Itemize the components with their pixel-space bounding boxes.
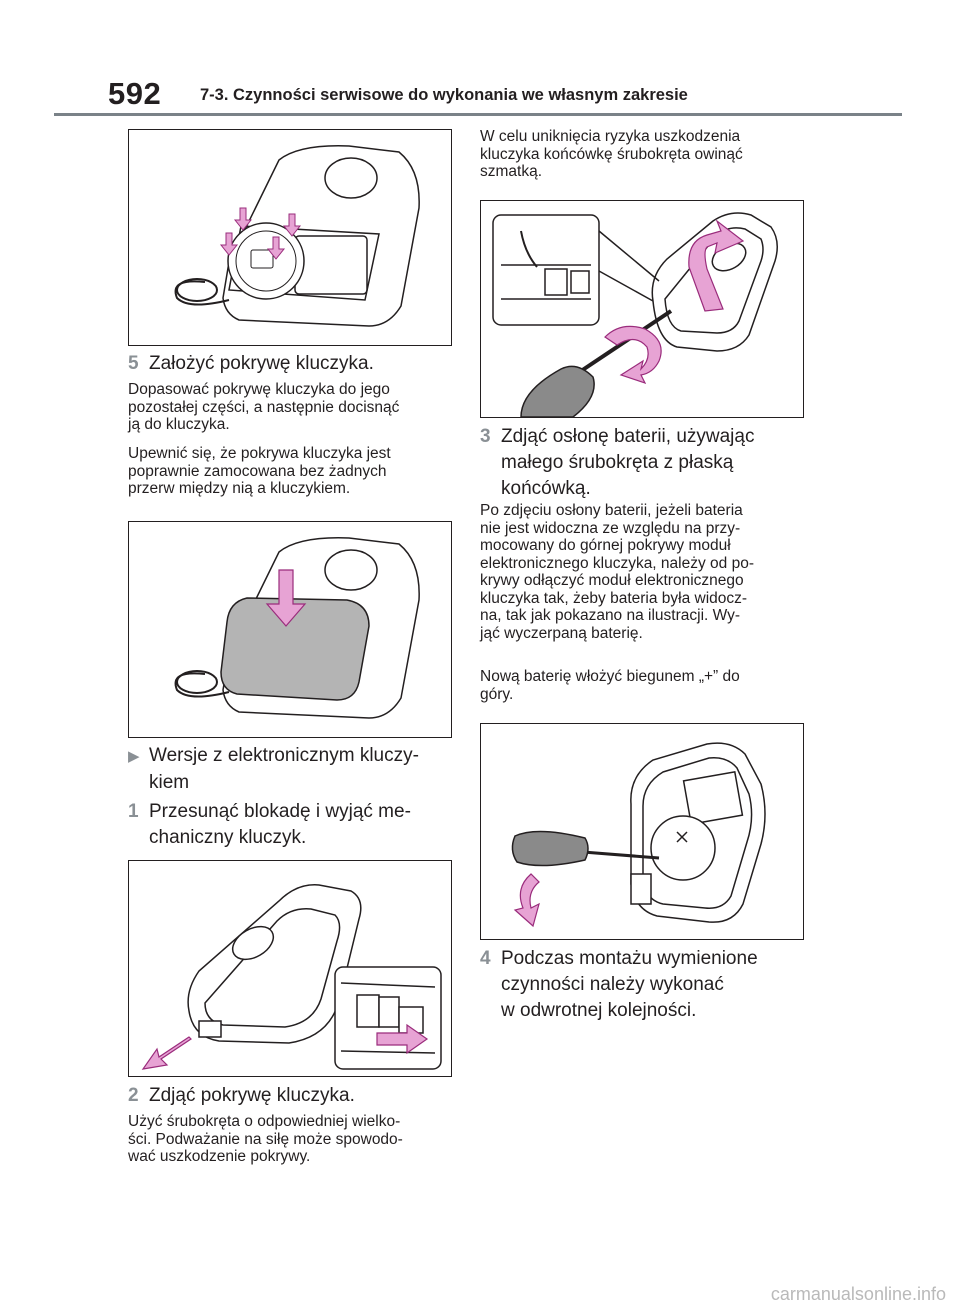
version-line-1: Wersje z elektronicznym kluczy- — [149, 745, 419, 766]
step1-line-1: Przesunąć blokadę i wyjąć me- — [149, 801, 411, 822]
text-line: szmatką. — [480, 163, 543, 180]
screwdriver-pry-illustration — [492, 212, 778, 417]
section-title: 7-3. Czynności serwisowe do wykonania we… — [200, 86, 688, 104]
header-rule — [54, 113, 902, 116]
pink-arrow-icon — [376, 1023, 429, 1055]
text-line: Dopasować pokrywę kluczyka do jego — [128, 381, 390, 398]
battery-icon — [650, 815, 716, 881]
text-line: Nową baterię włożyć biegunem „+” do — [480, 668, 740, 685]
triangle-bullet-icon: ▶ — [128, 748, 140, 765]
step1-number: 1 — [128, 801, 139, 822]
step4-line-2: czynności należy wykonać — [501, 974, 724, 995]
screwdriver-icon — [520, 365, 595, 417]
text-line: nie jest widoczna ze względu na przy- — [480, 519, 741, 537]
figure-key-lock — [128, 860, 452, 1077]
step3-paragraph-1: Po zdjęciu osłony baterii, jeżeli bateri… — [480, 502, 810, 642]
version-line-2: kiem — [149, 772, 190, 793]
text-line: kluczyka tak, żeby bateria była widocz- — [480, 589, 748, 607]
intro-paragraph: W celu uniknięcia ryzyka uszkodzenia klu… — [480, 128, 810, 181]
figure-screwdriver-pry — [480, 200, 804, 418]
text-line: ją do kluczyka. — [128, 416, 230, 433]
step5-paragraph-2: Upewnić się, że pokrywa kluczyka jest po… — [128, 445, 458, 498]
step3-paragraph-2: Nową baterię włożyć biegunem „+” do góry… — [480, 668, 810, 703]
figure-battery-removal — [480, 723, 804, 940]
text-line: góry. — [480, 685, 514, 703]
text-line: krywy odłączyć moduł elektronicznego — [480, 572, 744, 589]
step4-number: 4 — [480, 948, 491, 969]
pink-arrow-icon — [604, 325, 662, 385]
pink-arrow-icon — [513, 873, 540, 928]
step4-line-3: w odwrotnej kolejności. — [501, 1000, 697, 1021]
page-header: 592 7-3. Czynności serwisowe do wykonani… — [108, 74, 808, 114]
key-cover-close-illustration — [174, 537, 420, 719]
text-line: Po zdjęciu osłony baterii, jeżeli bateri… — [480, 502, 743, 519]
step4-heading: 4 Podczas montażu wymienione czynności na… — [480, 946, 810, 1024]
step4-line-1: Podczas montażu wymienione — [501, 948, 758, 969]
version-heading: ▶ Wersje z elektronicznym kluczy- kiem — [128, 743, 458, 796]
text-line: przerw między nią a kluczykiem. — [128, 480, 351, 497]
step2-paragraph: Użyć śrubokręta o odpowiedniej wielko- ś… — [128, 1113, 458, 1166]
text-line: Upewnić się, że pokrywa kluczyka jest — [128, 445, 391, 462]
pink-arrow-icon — [141, 1036, 192, 1070]
watermark[interactable]: carmanualsonline.info — [770, 1284, 946, 1304]
pink-arrow-icon — [265, 569, 307, 627]
battery-removal-illustration — [511, 742, 766, 928]
text-line: pozostałej części, a następnie docisnąć — [128, 398, 400, 416]
step5-paragraph-1: Dopasować pokrywę kluczyka do jego pozos… — [128, 381, 458, 434]
text-line: jąć wyczerpaną baterię. — [480, 624, 643, 642]
text-line: na, tak jak pokazano na ilustracji. Wy- — [480, 607, 741, 624]
step5-title: Założyć pokrywę kluczyka. — [149, 353, 374, 374]
step1-heading: 1 Przesunąć blokadę i wyjąć me- chaniczny… — [128, 799, 458, 851]
step5-number: 5 — [128, 353, 139, 374]
step1-line-2: chaniczny kluczyk. — [149, 827, 307, 848]
text-line: elektronicznego kluczyka, należy od po- — [480, 554, 754, 572]
text-line: Użyć śrubokręta o odpowiedniej wielko- — [128, 1113, 401, 1130]
step3-line-3: końcówką. — [501, 478, 591, 499]
text-line: kluczyka końcówkę śrubokręta owinąć — [480, 145, 743, 163]
text-line: wać uszkodzenie pokrywy. — [128, 1148, 311, 1165]
step3-line-1: Zdjąć osłonę baterii, używając — [501, 426, 755, 447]
step2-title: Zdjąć pokrywę kluczyka. — [149, 1085, 355, 1106]
step2-heading: 2 Zdjąć pokrywę kluczyka. — [128, 1083, 355, 1109]
pink-arrow-icon — [688, 219, 745, 312]
key-cover-open-illustration — [174, 145, 420, 327]
screwdriver-icon — [511, 830, 589, 867]
key-lock-illustration — [141, 884, 442, 1070]
page-number: 592 — [108, 76, 162, 111]
step2-number: 2 — [128, 1085, 139, 1106]
figure-key-cover-open — [128, 129, 452, 346]
text-line: ści. Podważanie na siłę może spowodo- — [128, 1130, 403, 1148]
text-line: W celu uniknięcia ryzyka uszkodzenia — [480, 128, 741, 145]
text-line: poprawnie zamocowana bez żadnych — [128, 462, 387, 480]
step3-line-2: małego śrubokręta z płaską — [501, 452, 734, 473]
figure-key-cover-close — [128, 521, 452, 738]
step3-heading: 3 Zdjąć osłonę baterii, używając małego ś… — [480, 424, 810, 502]
step5-heading: 5 Założyć pokrywę kluczyka. — [128, 351, 374, 377]
step3-number: 3 — [480, 426, 491, 447]
text-line: mocowany do górnej pokrywy moduł — [480, 537, 731, 554]
